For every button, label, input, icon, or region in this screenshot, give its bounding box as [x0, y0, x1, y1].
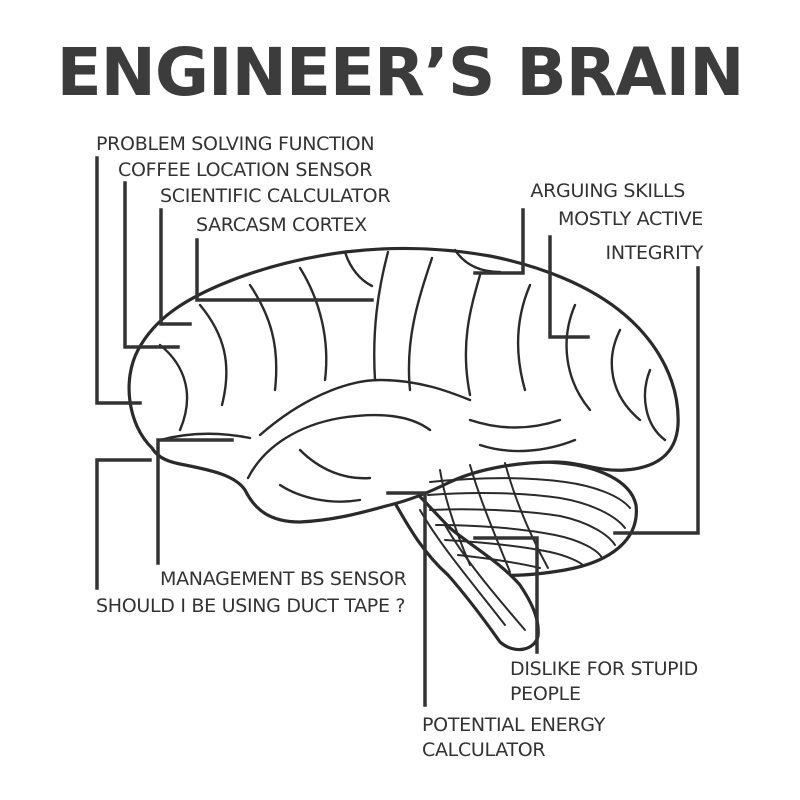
page-title: ENGINEER’S BRAIN [57, 34, 744, 111]
label-arguing-skills: ARGUING SKILLS [530, 180, 685, 202]
leader-problem-solving [95, 156, 142, 405]
label-scientific-calculator: SCIENTIFIC CALCULATOR [160, 185, 390, 207]
label-energy-line2: CALCULATOR [422, 739, 545, 761]
label-duct-tape: SHOULD I BE USING DUCT TAPE ? [96, 595, 405, 617]
label-problem-solving: PROBLEM SOLVING FUNCTION [96, 133, 374, 155]
label-dislike-line2: PEOPLE [510, 683, 581, 705]
leader-management [156, 438, 234, 565]
leader-lines [95, 156, 700, 707]
label-coffee-sensor: COFFEE LOCATION SENSOR [118, 159, 372, 181]
label-sarcasm-cortex: SARCASM CORTEX [196, 214, 367, 236]
labels: PROBLEM SOLVING FUNCTION COFFEE LOCATION… [96, 133, 704, 761]
leader-integrity [613, 266, 700, 535]
brain-illustration [127, 246, 680, 652]
leader-dislike [473, 536, 539, 654]
label-management-sensor: MANAGEMENT BS SENSOR [160, 568, 407, 590]
leader-sarcasm [195, 238, 374, 302]
label-dislike-line1: DISLIKE FOR STUPID [510, 658, 698, 680]
label-energy-line1: POTENTIAL ENERGY [422, 714, 606, 736]
leader-calculator [159, 208, 192, 326]
leader-arguing [473, 208, 525, 275]
leader-coffee-sensor [123, 181, 180, 349]
label-mostly-active: MOSTLY ACTIVE [558, 208, 703, 230]
leader-duct-tape [95, 458, 152, 590]
label-integrity: INTEGRITY [606, 242, 704, 264]
leader-energy [386, 491, 427, 707]
leader-mostly-active [548, 235, 590, 339]
